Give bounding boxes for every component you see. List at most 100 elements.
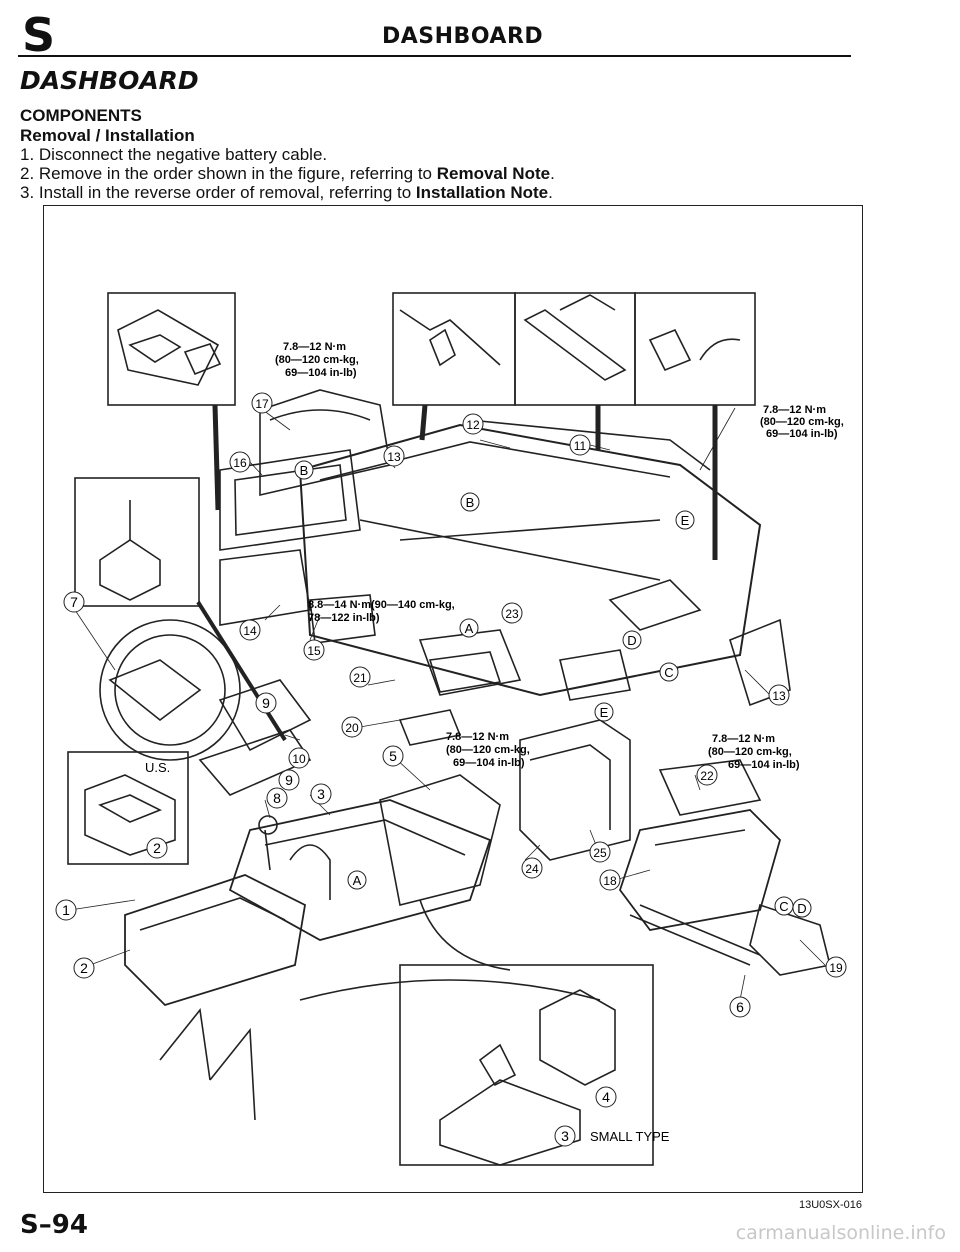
inset-small-type xyxy=(399,964,654,1166)
figure-frame xyxy=(43,205,863,1193)
svg-text:10: 10 xyxy=(292,752,306,766)
torque-center-3: 69—104 in-lb) xyxy=(453,757,525,769)
callout-5: 5 xyxy=(382,745,404,767)
callout-16: 16 xyxy=(229,451,251,473)
removal-note-ref: Removal Note xyxy=(436,164,551,183)
callout-17: 17 xyxy=(251,392,273,414)
marker-A: A xyxy=(459,618,479,638)
svg-text:8: 8 xyxy=(273,790,281,806)
svg-text:9: 9 xyxy=(262,695,270,711)
svg-text:22: 22 xyxy=(700,769,714,783)
svg-text:1: 1 xyxy=(62,902,70,918)
subtitle-removal: Removal / Installation xyxy=(20,126,195,145)
svg-text:A: A xyxy=(465,621,474,636)
svg-text:D: D xyxy=(797,901,806,916)
callout-23: 23 xyxy=(501,602,523,624)
svg-text:E: E xyxy=(681,513,690,528)
torque-center-1: 7.8—12 N·m xyxy=(446,731,509,743)
marker-C-lower: C xyxy=(774,896,794,916)
marker-E: E xyxy=(675,510,695,530)
svg-text:19: 19 xyxy=(829,961,843,975)
callout-21: 21 xyxy=(349,666,371,688)
svg-text:18: 18 xyxy=(603,874,617,888)
callout-14: 14 xyxy=(239,619,261,641)
callout-19: 19 xyxy=(825,956,847,978)
torque-right-1: 7.8—12 N·m xyxy=(763,404,826,416)
svg-text:9: 9 xyxy=(285,772,293,788)
svg-text:7: 7 xyxy=(70,594,78,610)
torque-right-3: 69—104 in-lb) xyxy=(766,428,838,440)
svg-text:23: 23 xyxy=(505,607,519,621)
callout-3: 3 xyxy=(310,783,332,805)
section-title: DASHBOARD xyxy=(20,66,199,95)
svg-text:5: 5 xyxy=(389,748,397,764)
marker-B-right: B xyxy=(460,492,480,512)
figure-code: 13U0SX-016 xyxy=(799,1199,862,1211)
header-title: DASHBOARD xyxy=(382,24,544,49)
callout-2-us: 2 xyxy=(146,837,168,859)
torque-top-3: 69—104 in-lb) xyxy=(285,367,357,379)
inset-us-console xyxy=(67,751,189,865)
svg-text:2: 2 xyxy=(80,960,88,976)
header-rule xyxy=(18,55,851,57)
inset-clip-1 xyxy=(392,292,516,406)
callout-3-small: 3 xyxy=(554,1125,576,1147)
svg-text:25: 25 xyxy=(593,846,607,860)
callout-8: 8 xyxy=(266,787,288,809)
installation-note-ref: Installation Note xyxy=(415,183,549,202)
callout-11: 11 xyxy=(569,434,591,456)
marker-B: B xyxy=(294,460,314,480)
svg-text:15: 15 xyxy=(307,644,321,658)
page-number: S–94 xyxy=(20,1210,88,1240)
svg-text:2: 2 xyxy=(153,840,161,856)
callout-20: 20 xyxy=(341,716,363,738)
watermark: carmanualsonline.info xyxy=(735,1222,946,1244)
callout-9: 9 xyxy=(278,769,300,791)
us-label: U.S. xyxy=(145,760,170,775)
svg-text:17: 17 xyxy=(255,397,269,411)
svg-text:B: B xyxy=(300,463,309,478)
torque-lr-2: (80—120 cm-kg, xyxy=(708,746,792,758)
svg-text:E: E xyxy=(600,705,609,720)
marker-C: C xyxy=(659,662,679,682)
callout-9-upper: 9 xyxy=(255,692,277,714)
step-2: 2. Remove in the order shown in the figu… xyxy=(20,164,555,183)
svg-text:21: 21 xyxy=(353,671,367,685)
torque-center-2: (80—120 cm-kg, xyxy=(446,744,530,756)
torque-mid-2: 78—122 in-lb) xyxy=(308,612,380,624)
callout-7: 7 xyxy=(63,591,85,613)
torque-mid-1: 8.8—14 N·m(90—140 cm-kg, xyxy=(308,599,455,611)
svg-text:13: 13 xyxy=(387,450,401,464)
callout-22: 22 xyxy=(696,764,718,786)
callout-24: 24 xyxy=(521,857,543,879)
marker-D: D xyxy=(622,630,642,650)
callout-15: 15 xyxy=(303,639,325,661)
inset-connector xyxy=(74,477,200,607)
svg-text:B: B xyxy=(466,495,475,510)
marker-E-lower: E xyxy=(594,702,614,722)
torque-top-1: 7.8—12 N·m xyxy=(283,341,346,353)
torque-right-2: (80—120 cm-kg, xyxy=(760,416,844,428)
svg-text:6: 6 xyxy=(736,999,744,1015)
callout-4: 4 xyxy=(595,1086,617,1108)
callout-13-right: 13 xyxy=(768,684,790,706)
torque-lr-3: 69—104 in-lb) xyxy=(728,759,800,771)
callout-18: 18 xyxy=(599,869,621,891)
inset-vent xyxy=(107,292,236,406)
small-type-label: SMALL TYPE xyxy=(590,1129,670,1144)
svg-text:3: 3 xyxy=(561,1128,569,1144)
callout-10: 10 xyxy=(288,747,310,769)
svg-text:16: 16 xyxy=(233,456,247,470)
svg-text:C: C xyxy=(664,665,673,680)
torque-top-2: (80—120 cm-kg, xyxy=(275,354,359,366)
callout-25: 25 xyxy=(589,841,611,863)
section-letter: S xyxy=(22,8,56,62)
svg-text:13: 13 xyxy=(772,689,786,703)
inset-clip-2 xyxy=(514,292,636,406)
svg-text:24: 24 xyxy=(525,862,539,876)
step-1: 1. Disconnect the negative battery cable… xyxy=(20,145,328,164)
marker-A-lower: A xyxy=(347,870,367,890)
step-3: 3. Install in the reverse order of remov… xyxy=(20,183,553,202)
callout-2: 2 xyxy=(73,957,95,979)
